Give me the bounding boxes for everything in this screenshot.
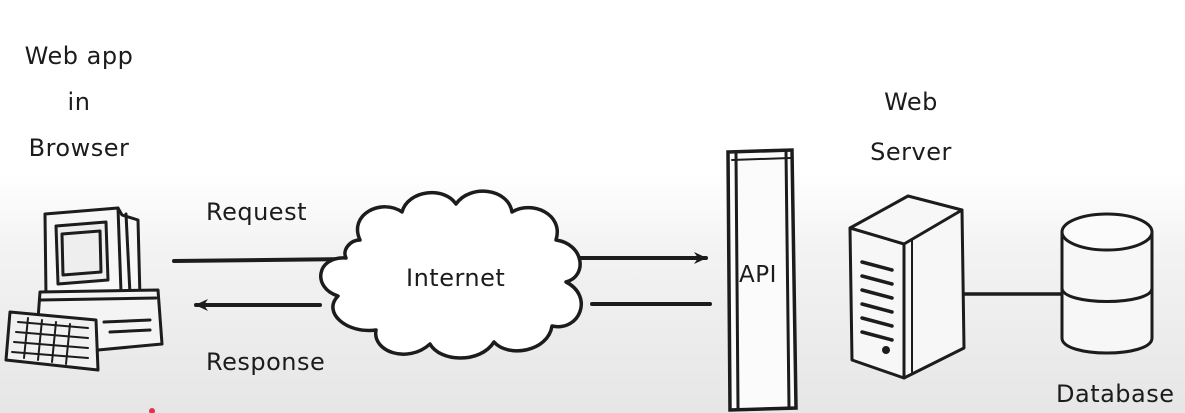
api-label: API xyxy=(739,262,777,288)
database-label: Database xyxy=(1056,380,1175,408)
request-label: Request xyxy=(206,198,307,226)
server-label: Web Server xyxy=(856,90,966,164)
server-label-line1: Web xyxy=(884,88,938,116)
computer-icon xyxy=(4,206,164,372)
server-icon xyxy=(848,194,966,380)
browser-label-line3: Browser xyxy=(28,134,130,162)
database-icon xyxy=(1060,212,1154,355)
browser-label-line1: Web app xyxy=(24,42,134,70)
api-bar xyxy=(726,148,798,412)
red-mark xyxy=(149,408,155,413)
server-label-line2: Server xyxy=(870,138,952,166)
cloud-label: Internet xyxy=(406,264,506,292)
cloud-icon xyxy=(319,189,583,360)
browser-label-line2: in xyxy=(67,88,91,116)
response-label: Response xyxy=(206,348,326,376)
browser-label: Web app in Browser xyxy=(4,44,154,160)
request-arrow-left-segment xyxy=(172,257,354,263)
